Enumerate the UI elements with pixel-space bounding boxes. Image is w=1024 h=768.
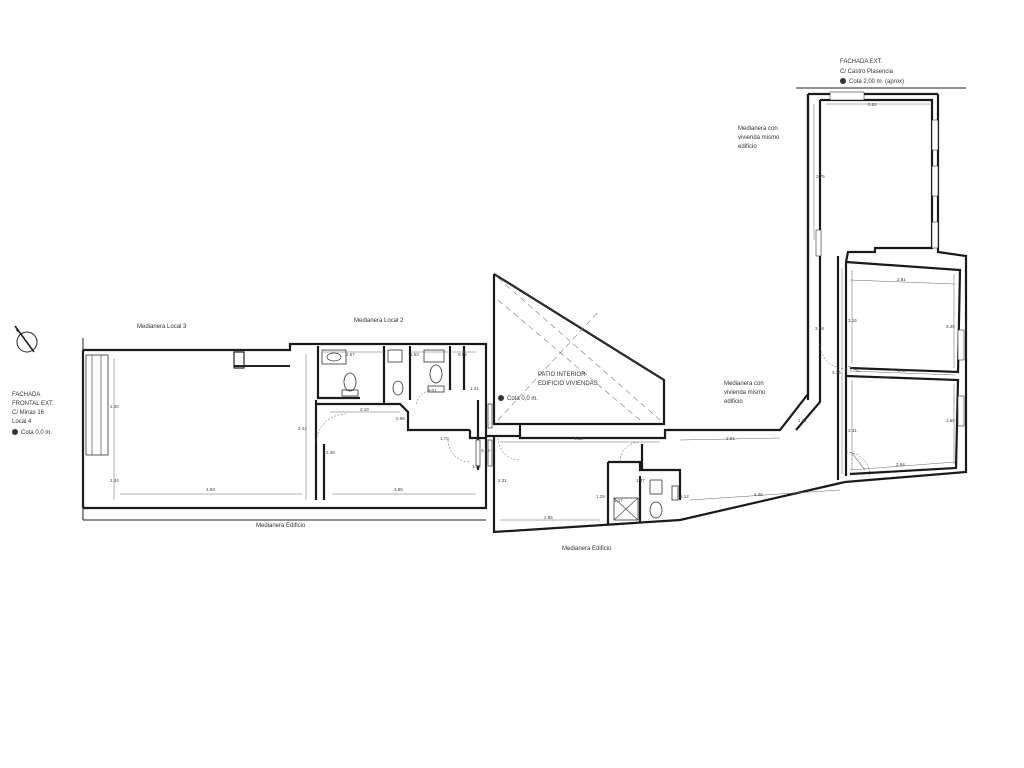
dim-text: 1.52: [472, 464, 481, 469]
dim-text: 1.29: [596, 494, 605, 499]
dim-text: 2.85: [544, 515, 553, 520]
medianera-edificio-left: Medianera Edificio: [256, 523, 306, 529]
dim-text: 3.44: [298, 426, 307, 431]
dim-text: 1.52: [410, 352, 419, 357]
medianera-vivienda-top-1: Medianera con: [738, 126, 778, 132]
dim-text: 3.31: [848, 428, 857, 433]
dimension-values: 0.82 3.75 2.81 3.38 3.16 3.35 3.36 2.59 …: [110, 102, 955, 520]
dim-text: 1.21: [428, 388, 437, 393]
dim-text: 0.98: [396, 416, 405, 421]
dim-text: 4.06: [754, 492, 763, 497]
dim-text: 2.40: [110, 404, 119, 409]
dim-text: 2.51: [726, 436, 735, 441]
dim-text: 3.75: [816, 174, 825, 179]
fachada-ext-street: C/ Castro Plasencia: [840, 69, 894, 75]
dim-text: 2.59: [898, 368, 907, 373]
dim-text: 1.73: [440, 436, 449, 441]
dim-text: 3.36: [832, 370, 841, 375]
dim-text: 3.35: [946, 324, 955, 329]
dim-text: 0.82: [868, 102, 877, 107]
medianera-vivienda-top-2: vivienda mismo: [738, 135, 780, 141]
dimension-lines: [113, 103, 956, 521]
fachada-ext-cota: Cota 2,00 m. (aprox): [849, 79, 904, 85]
medianera-vivienda-mid-1: Medianera con: [724, 381, 764, 387]
annotation-labels: FACHADA EXT. C/ Castro Plasencia Cota 2,…: [12, 59, 904, 552]
medianera-edificio-center: Medianera Edificio: [562, 546, 612, 552]
fachada-frontal-line3: C/ Minas 16: [12, 410, 45, 416]
dim-text: 2.81: [897, 277, 906, 282]
medianera-vivienda-mid-3: edificio: [724, 399, 743, 405]
north-arrow-icon: [14, 325, 38, 353]
level-marker-icon: [840, 78, 846, 84]
interior-partitions: [233, 343, 871, 500]
fachada-ext-title: FACHADA EXT.: [840, 59, 883, 65]
medianera-vivienda-mid-2: vivienda mismo: [724, 390, 766, 396]
dim-text: 3.16: [848, 318, 857, 323]
fachada-frontal-cota: Cota 0,0 m.: [21, 430, 52, 436]
medianera-local2: Medianera Local 2: [354, 318, 404, 324]
dim-text: 2.84: [896, 462, 905, 467]
level-marker-icon: [498, 395, 504, 401]
dim-text: 0.78: [481, 448, 490, 453]
dim-text: 3.85: [394, 487, 403, 492]
level-marker-icon: [12, 429, 18, 435]
dim-text: 1.60: [946, 418, 955, 423]
dim-text: 1.47: [636, 478, 645, 483]
dim-text: 1.41: [470, 386, 479, 391]
exterior-walls: [81, 87, 968, 534]
fachada-frontal-line1: FACHADA: [12, 392, 40, 398]
dim-text: 2.10: [360, 407, 369, 412]
dim-text: 2.31: [498, 478, 507, 483]
fachada-frontal-line2: FRONTAL EXT.: [12, 401, 54, 407]
dim-text: 1.17: [614, 498, 623, 503]
fachada-frontal-line4: Local 4: [12, 419, 32, 425]
dim-text: 0.85: [458, 352, 467, 357]
dim-text: 1.17: [798, 418, 807, 423]
dim-text: 3.38: [815, 326, 824, 331]
dim-text: 2.28: [326, 450, 335, 455]
patio-cota: Cota 0,0 m.: [507, 396, 538, 402]
dim-text: 1.57: [346, 352, 355, 357]
patio-label-1: PATIO INTERIOR: [538, 372, 586, 378]
medianera-vivienda-top-3: edificio: [738, 144, 757, 150]
patio-label-2: EDIFICIO VIVIENDAS: [538, 381, 598, 387]
dim-text: 4.18: [574, 436, 583, 441]
patio-hatch: [497, 277, 661, 421]
medianera-local3: Medianera Local 3: [137, 324, 187, 330]
dim-text: 1.34: [110, 478, 119, 483]
dim-text: 4.83: [206, 487, 215, 492]
dim-text: 1.12: [680, 494, 689, 499]
lower-wc-block: [606, 441, 682, 524]
